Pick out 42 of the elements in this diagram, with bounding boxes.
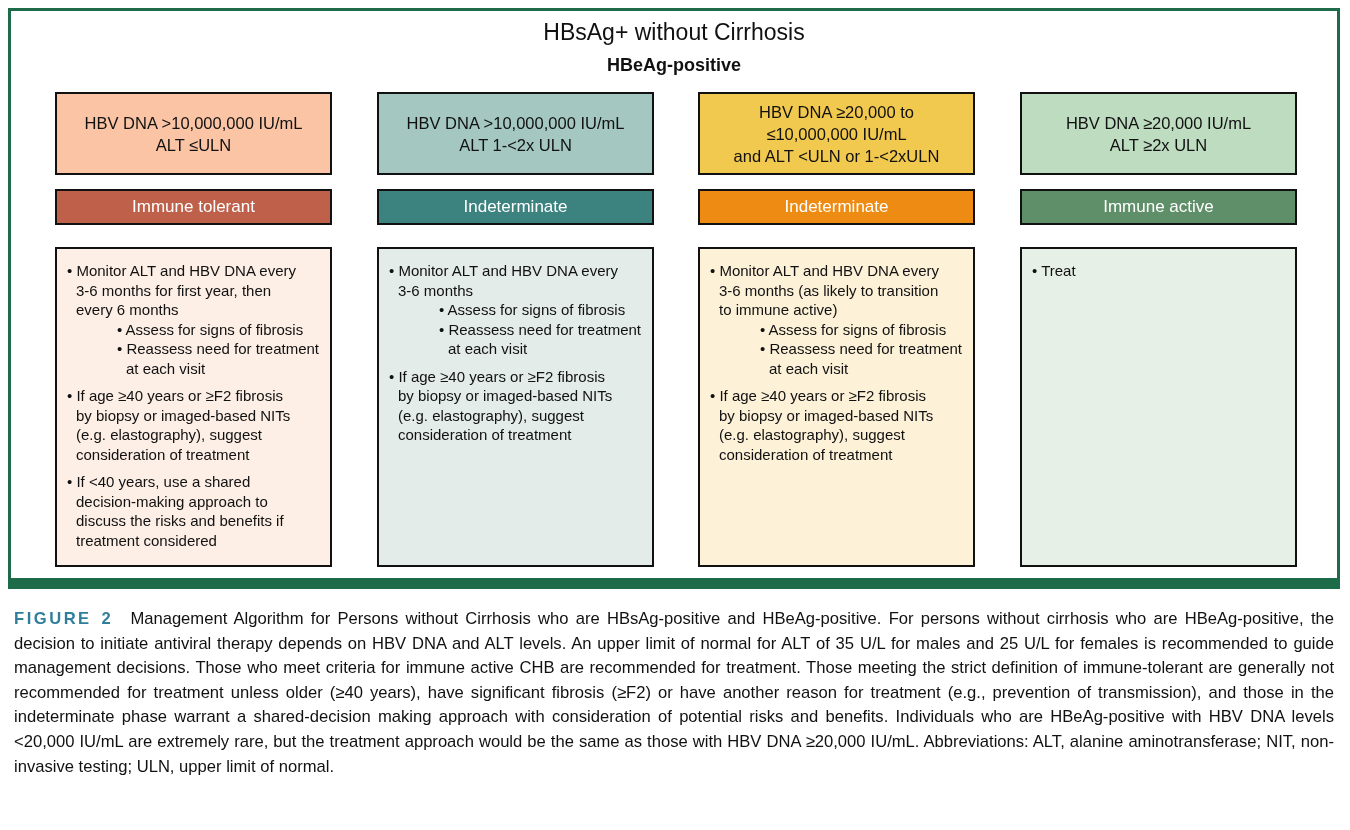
- recommendation-box: [377, 247, 654, 567]
- recommendation-item: • Monitor ALT and HBV DNA every 3-6 months (as likely to transition to immune active): [710, 261, 940, 320]
- figure-caption: FIGURE 2 Management Algorithm for Persons without Cirrhosis who are HBsAg-positive and HBeAg-positive. For persons without cirrhosis who are HBeAg-positive, the decision to initiate antiviral therapy depends on HBV DNA and ALT levels. An upper limit of normal for ALT of 35 U/L for males and 25 U/L for females is recommended to guide management decisions. Those who meet criteria for immune active CHB are recommended for treatment. Those meeting the strict definition of immune-tolerant are generally not recommended for treatment unless older (≥40 years), have significant fibrosis (≥F2) or have another reason for treatment (e.g., prevention of transmission), and those in the indeterminate phase warrant a shared-decision making approach with consideration of potential risks and benefits. Individuals who are HBeAg-positive with HBV DNA levels <20,000 IU/mL are extremely rare, but the treatment approach would be the same as those with HBV DNA ≥20,000 IU/mL. Abbreviations: ALT, alanine aminotransferase; NIT, non-invasive testing; ULN, upper limit of normal.: [14, 608, 1334, 778]
- recommendation-item: • Assess for signs of fibrosis: [439, 300, 627, 320]
- phase-label-box: [698, 189, 975, 225]
- recommendation-item: • Assess for signs of fibrosis: [760, 319, 948, 339]
- phase-label: Immune active: [1103, 197, 1214, 217]
- recommendation-item: • Reassess need for treatment at each visit: [439, 319, 643, 359]
- criteria-text: HBV DNA ≥20,000 to ≤10,000,000 IU/mL: [758, 101, 915, 145]
- recommendation-box: [1020, 247, 1297, 567]
- phase-label-box: [55, 189, 332, 225]
- recommendation-box: [698, 247, 975, 567]
- recommendation-item: • If <40 years, use a shared decision-making approach to discuss the risks and benefits if treatment considered: [67, 472, 285, 550]
- criteria-text: HBV DNA >10,000,000 IU/mL: [84, 112, 303, 134]
- phase-label: Immune tolerant: [132, 197, 255, 217]
- criteria-text: ALT ≥2x ULN: [1109, 134, 1208, 156]
- recommendation-item: • Reassess need for treatment at each visit: [117, 339, 321, 378]
- recommendation-item: • Monitor ALT and HBV DNA every 3-6 months for first year, then every 6 months: [67, 261, 297, 320]
- recommendation-item: • If age ≥40 years or ≥F2 fibrosis by biopsy or imaged-based NITs (e.g. elastography), suggest consideration of treatment: [389, 366, 614, 445]
- phase-label-box: [1020, 189, 1297, 225]
- criteria-text: ALT ≤ULN: [155, 134, 232, 156]
- criteria-box: [1020, 92, 1297, 175]
- recommendation-box: [55, 247, 332, 567]
- phase-label: Indeterminate: [784, 197, 889, 217]
- recommendation-item: • Reassess need for treatment at each visit: [760, 339, 964, 378]
- diagram-title: HBsAg+ without Cirrhosis: [542, 19, 806, 46]
- phase-label-box: [377, 189, 654, 225]
- recommendation-item: • If age ≥40 years or ≥F2 fibrosis by biopsy or imaged-based NITs (e.g. elastography), suggest consideration of treatment: [710, 386, 935, 464]
- frame-panel: [8, 8, 1340, 589]
- criteria-box: [377, 92, 654, 175]
- criteria-box: [55, 92, 332, 175]
- recommendation-item: • If age ≥40 years or ≥F2 fibrosis by biopsy or imaged-based NITs (e.g. elastography), suggest consideration of treatment: [67, 386, 292, 464]
- criteria-text: HBV DNA ≥20,000 IU/mL: [1065, 112, 1252, 134]
- criteria-text: ALT 1-<2x ULN: [459, 134, 572, 156]
- recommendation-item: • Assess for signs of fibrosis: [117, 319, 305, 339]
- recommendation-item: • Treat: [1032, 261, 1077, 281]
- recommendation-item: • Monitor ALT and HBV DNA every 3-6 months: [389, 261, 619, 300]
- criteria-text: HBV DNA >10,000,000 IU/mL: [406, 112, 625, 134]
- criteria-text: and ALT <ULN or 1-<2xULN: [733, 145, 940, 167]
- subtitle: HBeAg-positive: [606, 55, 742, 76]
- criteria-box: [698, 92, 975, 175]
- phase-label: Indeterminate: [463, 197, 568, 217]
